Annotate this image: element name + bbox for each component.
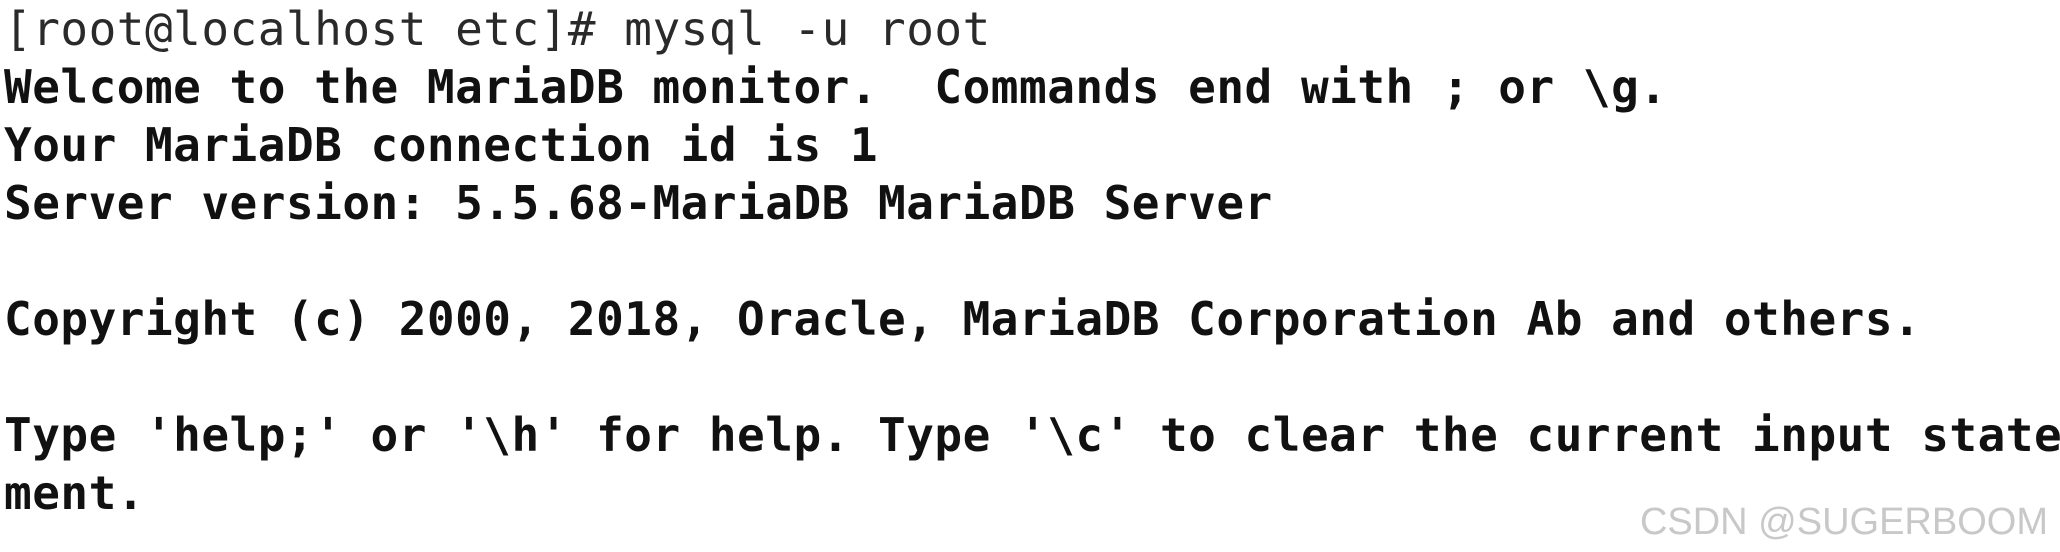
help-instructions-continuation: ment. <box>4 466 145 520</box>
welcome-message: Welcome to the MariaDB monitor. Commands… <box>4 60 1668 114</box>
connection-id-line: Your MariaDB connection id is 1 <box>4 118 879 172</box>
shell-prompt-command: [root@localhost etc]# mysql -u root <box>4 2 991 56</box>
copyright-line: Copyright (c) 2000, 2018, Oracle, MariaD… <box>4 292 1922 346</box>
csdn-watermark: CSDN @SUGERBOOM <box>1639 501 2048 543</box>
server-version-line: Server version: 5.5.68-MariaDB MariaDB S… <box>4 176 1273 230</box>
help-instructions-line: Type 'help;' or '\h' for help. Type '\c'… <box>4 408 2060 462</box>
